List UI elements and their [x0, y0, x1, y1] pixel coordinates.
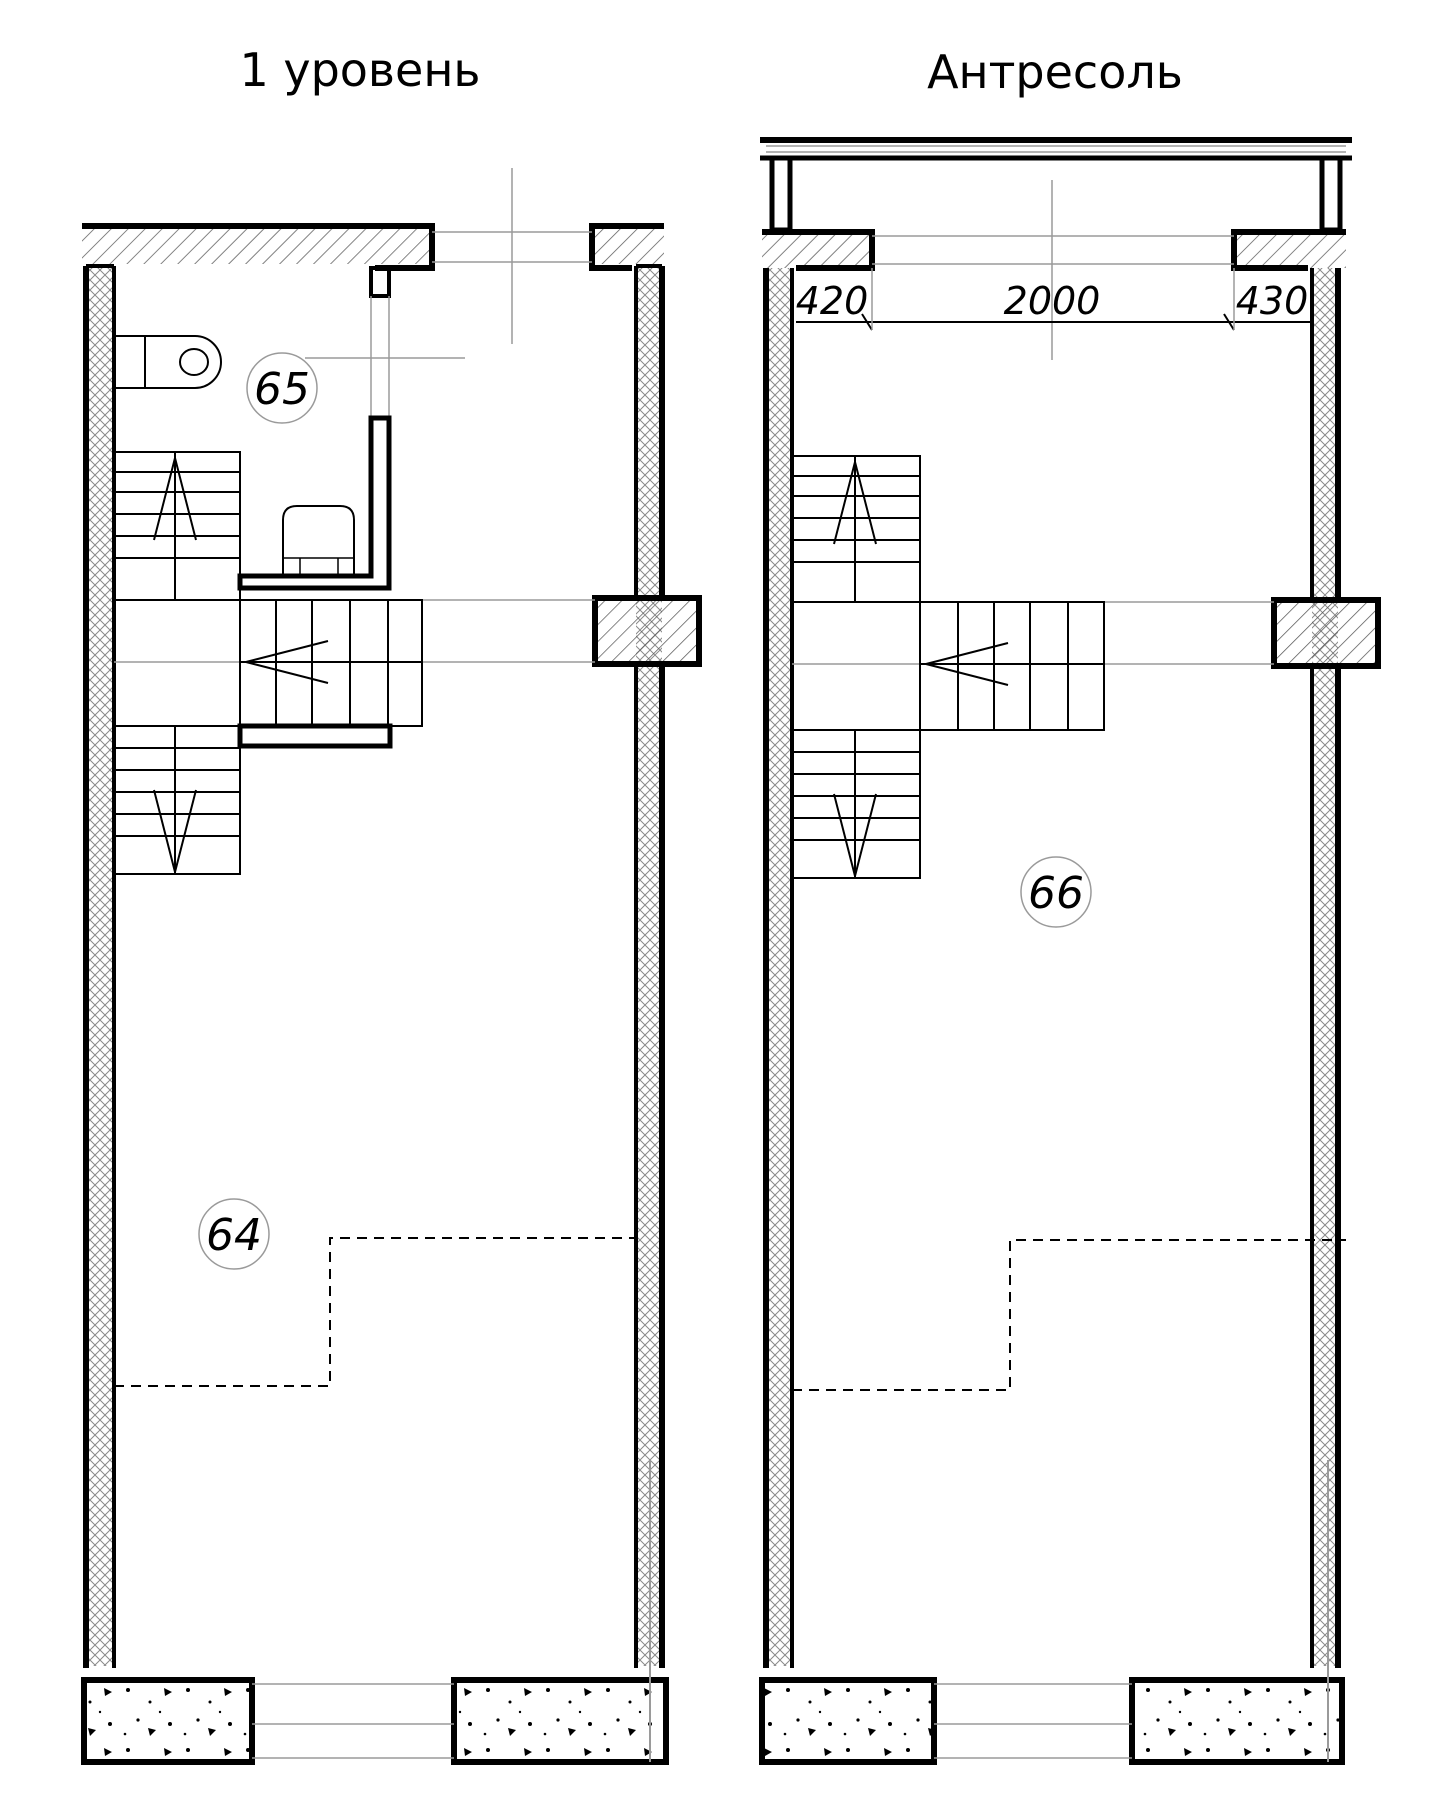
level-1-title: 1 уровень [239, 43, 480, 97]
svg-text:66: 66 [1028, 868, 1084, 919]
svg-text:64: 64 [206, 1210, 262, 1261]
room-label-65: 65 [246, 352, 318, 424]
dimension-left: 420 [796, 279, 869, 323]
level-1-plan [81, 168, 702, 1765]
mezzanine-title: Антресоль [927, 45, 1183, 99]
room-label-66: 66 [1020, 856, 1092, 928]
svg-text:65: 65 [254, 364, 310, 415]
dimension-right: 430 [1236, 279, 1309, 323]
room-label-64: 64 [198, 1198, 270, 1270]
dimension-middle: 2000 [1004, 279, 1101, 323]
mezzanine-plan [759, 137, 1381, 1765]
